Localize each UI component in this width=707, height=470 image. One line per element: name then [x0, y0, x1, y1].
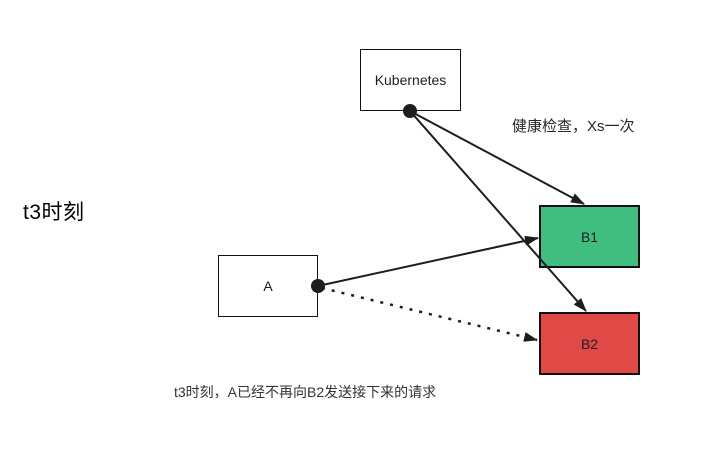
node-service-b2: B2: [539, 312, 640, 375]
edge-a-b2-dashed: [321, 286, 538, 342]
node-service-b1-label: B1: [580, 228, 599, 245]
time-label: t3时刻: [23, 201, 85, 224]
edge-a-b1: [317, 235, 539, 287]
node-service-b1: B1: [539, 205, 640, 268]
node-service-b2-label: B2: [580, 335, 599, 352]
node-service-a-label: A: [263, 278, 273, 294]
health-check-annotation: 健康检查，Xs一次: [512, 118, 635, 135]
caption-annotation: t3时刻，A已经不再向B2发送接下来的请求: [174, 384, 437, 400]
node-kubernetes: Kubernetes: [360, 49, 461, 111]
node-kubernetes-label: Kubernetes: [374, 72, 447, 88]
node-service-a: A: [218, 255, 318, 317]
